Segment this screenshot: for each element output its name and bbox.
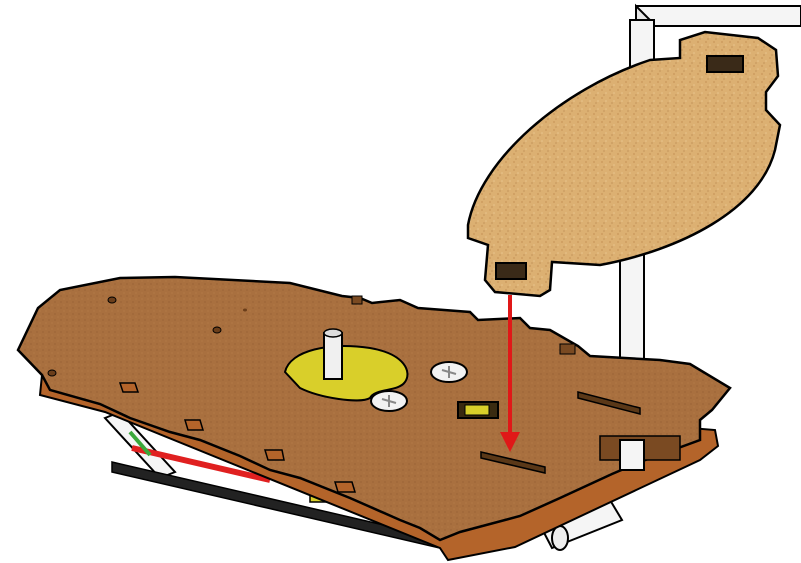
cork-tab-slot	[707, 56, 743, 72]
cork-tab-slot	[496, 263, 526, 279]
mount-hole	[48, 370, 56, 376]
mount-hole	[213, 327, 221, 333]
cork-disc	[468, 32, 780, 296]
motor-shaft	[324, 333, 342, 379]
rod-base	[620, 440, 644, 470]
screw-head	[431, 362, 467, 382]
screw-head	[371, 391, 407, 411]
mount-hole	[108, 297, 116, 303]
